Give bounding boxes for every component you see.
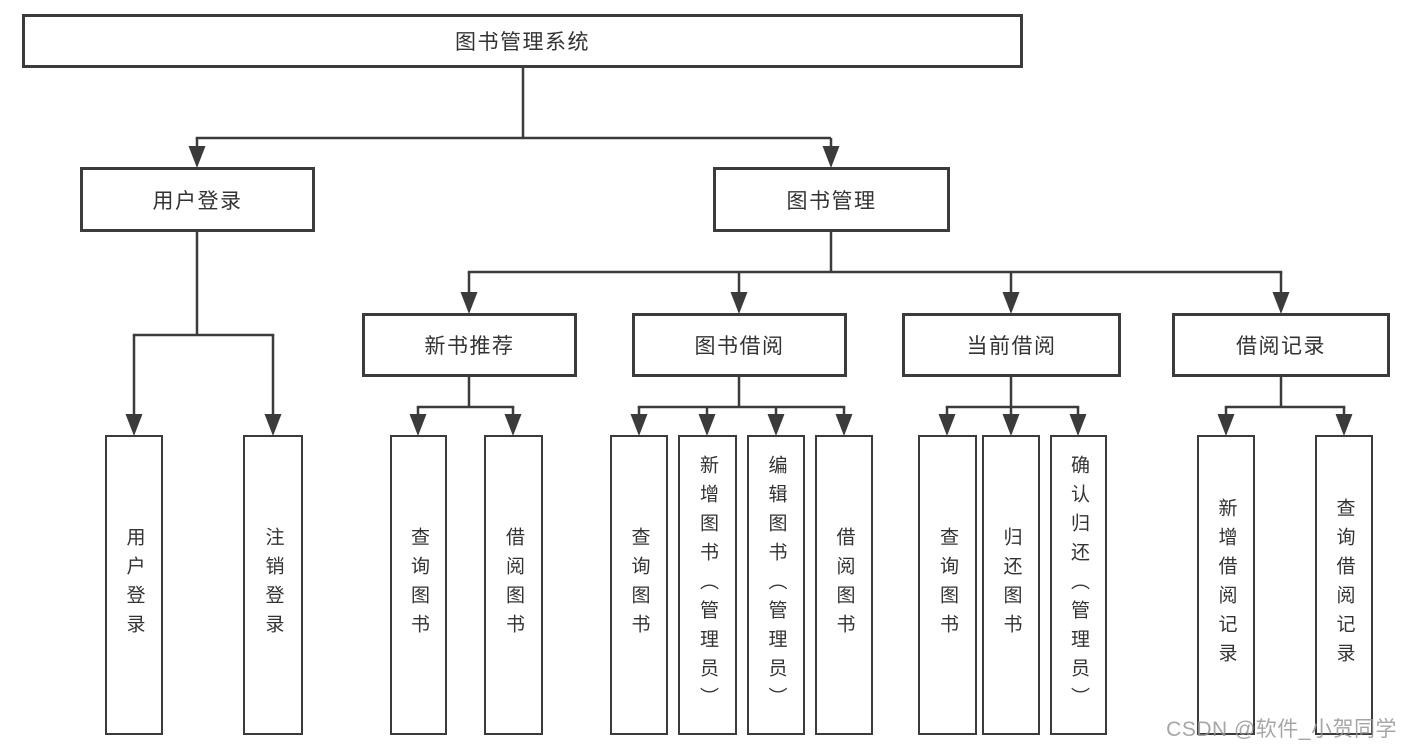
leaf-logout: 注销登录 xyxy=(243,435,303,735)
arrowhead xyxy=(822,146,840,168)
node-borrowing-records: 借阅记录 xyxy=(1172,313,1390,377)
node-label: 用户登录 xyxy=(123,527,145,643)
node-label: 编辑图书（管理员） xyxy=(765,454,787,716)
connector-book-management-to-level3 xyxy=(460,232,1290,314)
arrowhead xyxy=(125,414,143,436)
leaf-user-login: 用户登录 xyxy=(105,435,163,735)
connector-book-borrowing-to-leaves xyxy=(630,375,853,436)
node-label: 归还图书 xyxy=(1000,527,1022,643)
arrowhead xyxy=(767,414,785,436)
leaf-recommend-query-book: 查询图书 xyxy=(390,435,447,735)
arrowhead xyxy=(1069,414,1087,436)
node-label: 用户登录 xyxy=(152,189,243,213)
node-current-borrowing: 当前借阅 xyxy=(902,313,1121,377)
node-label: 新书推荐 xyxy=(424,335,515,358)
node-label: 当前借阅 xyxy=(966,335,1057,358)
arrowhead xyxy=(1335,414,1353,436)
arrowhead xyxy=(504,414,522,436)
leaf-records-add-record: 新增借阅记录 xyxy=(1197,435,1255,735)
node-label: 新增图书（管理员） xyxy=(697,454,718,716)
leaf-borrowing-borrow-book: 借阅图书 xyxy=(815,435,873,735)
arrowhead xyxy=(938,414,956,436)
arrowhead xyxy=(1272,292,1290,314)
leaf-borrowing-add-book-admin: 新增图书（管理员） xyxy=(678,435,737,735)
node-user-login: 用户登录 xyxy=(80,167,315,232)
leaf-borrowing-query-book: 查询图书 xyxy=(610,435,668,735)
arrowhead xyxy=(1217,414,1235,436)
node-label: 确认归还（管理员） xyxy=(1068,454,1089,716)
leaf-current-return-book: 归还图书 xyxy=(982,435,1040,735)
connector-current-borrowing-to-leaves xyxy=(938,377,1087,436)
arrowhead xyxy=(698,414,716,436)
node-new-book-recommend: 新书推荐 xyxy=(362,313,577,377)
connector-new-book-recommend-to-leaves xyxy=(409,375,522,436)
node-book-management: 图书管理 xyxy=(713,167,950,232)
leaf-borrowing-edit-book-admin: 编辑图书（管理员） xyxy=(747,435,805,735)
node-label: 注销登录 xyxy=(262,527,284,643)
node-label: 查询图书 xyxy=(628,527,650,643)
node-label: 图书借阅 xyxy=(694,335,785,358)
leaf-recommend-borrow-book: 借阅图书 xyxy=(484,435,543,735)
leaf-current-confirm-return-admin: 确认归还（管理员） xyxy=(1050,435,1107,735)
arrowhead xyxy=(1002,414,1020,436)
arrowhead xyxy=(409,414,427,436)
node-book-borrowing: 图书借阅 xyxy=(632,313,847,377)
node-label: 查询借阅记录 xyxy=(1333,498,1355,672)
arrowhead xyxy=(835,414,853,436)
leaf-records-query-record: 查询借阅记录 xyxy=(1315,435,1373,735)
node-root-system: 图书管理系统 xyxy=(22,14,1023,68)
node-label: 图书管理 xyxy=(786,189,877,213)
node-label: 借阅记录 xyxy=(1236,335,1326,358)
arrowhead xyxy=(460,292,478,314)
connector-borrowing-records-to-leaves xyxy=(1217,377,1353,436)
csdn-watermark: CSDN @软件_小贺同学 xyxy=(1166,718,1397,741)
connector-user-login-to-leaves xyxy=(125,232,282,436)
node-label: 借阅图书 xyxy=(833,527,855,643)
connector-root-to-level2 xyxy=(188,68,840,168)
arrowhead xyxy=(264,414,282,436)
node-label: 借阅图书 xyxy=(503,527,524,643)
leaf-current-query-book: 查询图书 xyxy=(918,435,977,735)
arrowhead xyxy=(630,414,648,436)
node-label: 新增借阅记录 xyxy=(1215,498,1237,672)
node-label: 查询图书 xyxy=(408,527,429,643)
node-label: 查询图书 xyxy=(937,527,958,643)
arrowhead xyxy=(1002,292,1020,314)
arrowhead xyxy=(188,146,206,168)
arrowhead xyxy=(730,292,748,314)
node-label: 图书管理系统 xyxy=(455,31,590,54)
